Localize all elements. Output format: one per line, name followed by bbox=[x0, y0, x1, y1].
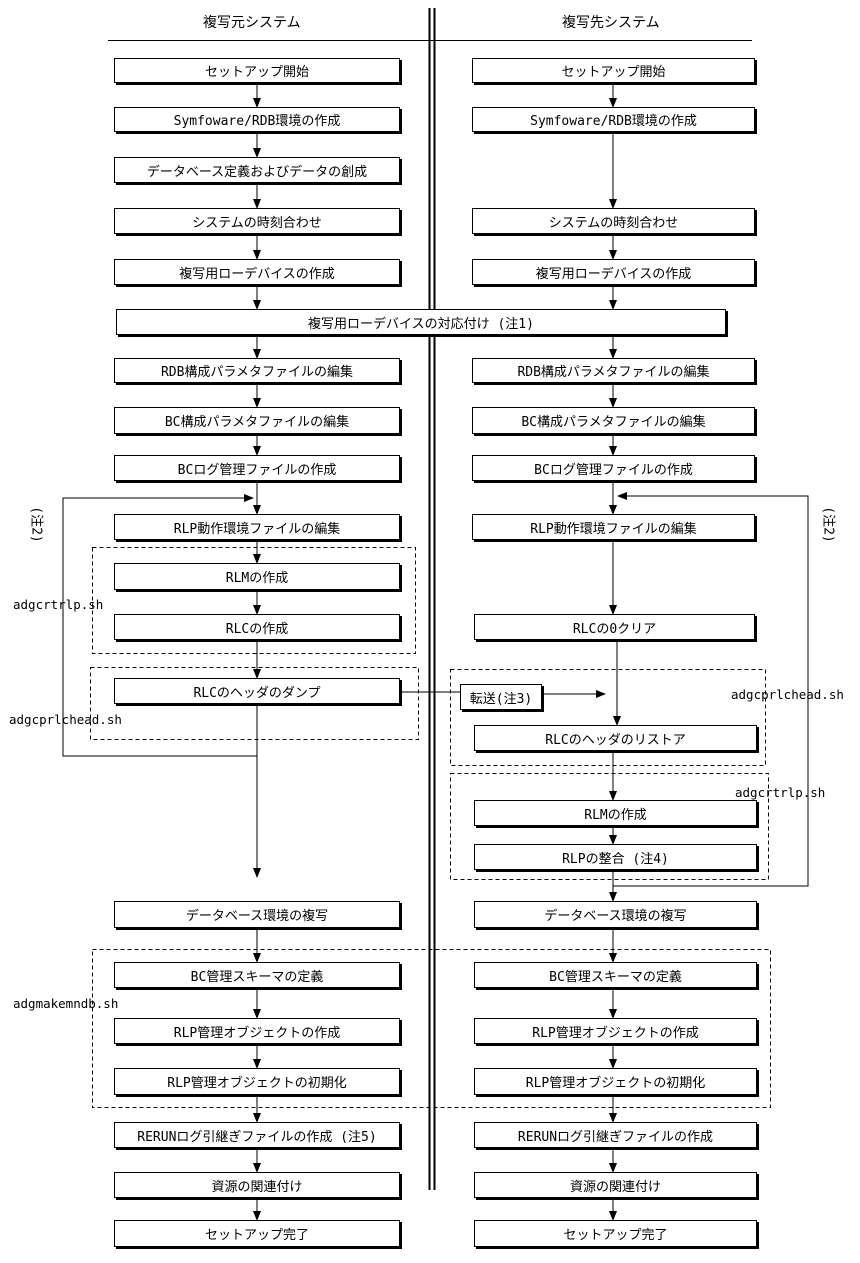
dst-rlp-match-step: RLPの整合 (注4) bbox=[474, 844, 757, 870]
group-adgcprlchead-left bbox=[90, 667, 419, 740]
src-rerun-log-step: RERUNログ引継ぎファイルの作成 (注5) bbox=[114, 1122, 400, 1148]
src-setup-start-step: セットアップ開始 bbox=[114, 58, 400, 83]
source-system-header: 複写元システム bbox=[203, 15, 301, 31]
src-rlp-obj-create-step: RLP管理オブジェクトの作成 bbox=[114, 1018, 400, 1044]
src-bc-log-step: BCログ管理ファイルの作成 bbox=[114, 455, 400, 481]
dst-bc-schema-step: BC管理スキーマの定義 bbox=[474, 962, 757, 988]
dst-bc-log-step: BCログ管理ファイルの作成 bbox=[472, 455, 755, 481]
raw-device-map-step: 複写用ローデバイスの対応付け (注1) bbox=[116, 309, 726, 335]
dst-resource-link-step: 資源の関連付け bbox=[474, 1172, 757, 1198]
adgmakemndb-label: adgmakemndb.sh bbox=[13, 996, 119, 1011]
src-rlp-obj-init-step: RLP管理オブジェクトの初期化 bbox=[114, 1068, 400, 1095]
note2-right-label: (注2) bbox=[820, 506, 836, 543]
dst-rlp-obj-create-step: RLP管理オブジェクトの作成 bbox=[474, 1018, 757, 1044]
dst-symfoware-env-step: Symfoware/RDB環境の作成 bbox=[472, 107, 755, 132]
src-db-define-step: データベース定義およびデータの創成 bbox=[114, 157, 400, 183]
adgcprlchead-right-label: adgcprlchead.sh bbox=[731, 687, 844, 702]
dst-rlc-clear-step: RLCの0クリア bbox=[474, 614, 755, 640]
adgcrtrlp-right-label: adgcrtrlp.sh bbox=[735, 785, 826, 800]
dest-system-header: 複写先システム bbox=[562, 15, 660, 31]
dst-rdb-param-step: RDB構成パラメタファイルの編集 bbox=[472, 358, 755, 383]
src-rlp-env-step: RLP動作環境ファイルの編集 bbox=[114, 514, 400, 540]
src-db-copy-step: データベース環境の複写 bbox=[114, 901, 400, 928]
src-time-sync-step: システムの時刻合わせ bbox=[114, 208, 400, 234]
src-rdb-param-step: RDB構成パラメタファイルの編集 bbox=[114, 358, 400, 383]
dst-db-copy-step: データベース環境の複写 bbox=[474, 901, 757, 928]
dst-setup-done-step: セットアップ完了 bbox=[474, 1220, 757, 1247]
note2-left-label: (注2) bbox=[28, 506, 44, 543]
group-adgcrtrlp-right bbox=[450, 773, 769, 880]
src-setup-done-step: セットアップ完了 bbox=[114, 1220, 400, 1247]
group-adgcrtrlp-left bbox=[92, 547, 416, 654]
src-rlc-create-step: RLCの作成 bbox=[114, 614, 400, 640]
transfer-box: 転送(注3) bbox=[460, 684, 542, 710]
dst-rlp-env-step: RLP動作環境ファイルの編集 bbox=[472, 514, 755, 540]
src-symfoware-env-step: Symfoware/RDB環境の作成 bbox=[114, 107, 400, 132]
group-adgmakemndb bbox=[92, 949, 771, 1108]
src-bc-schema-step: BC管理スキーマの定義 bbox=[114, 962, 400, 988]
src-bc-param-step: BC構成パラメタファイルの編集 bbox=[114, 407, 400, 434]
dst-time-sync-step: システムの時刻合わせ bbox=[472, 208, 755, 234]
dst-rerun-log-step: RERUNログ引継ぎファイルの作成 bbox=[474, 1122, 757, 1148]
adgcprlchead-left-label: adgcprlchead.sh bbox=[9, 712, 122, 727]
dst-raw-device-step: 複写用ローデバイスの作成 bbox=[472, 259, 755, 285]
group-adgcprlchead-right bbox=[450, 669, 766, 766]
src-rlm-create-step: RLMの作成 bbox=[114, 563, 400, 590]
dst-setup-start-step: セットアップ開始 bbox=[472, 58, 755, 83]
src-raw-device-step: 複写用ローデバイスの作成 bbox=[114, 259, 400, 285]
dst-rlp-obj-init-step: RLP管理オブジェクトの初期化 bbox=[474, 1068, 757, 1095]
src-resource-link-step: 資源の関連付け bbox=[114, 1172, 400, 1198]
dst-rlm-create-step: RLMの作成 bbox=[474, 800, 757, 826]
dst-rlc-restore-step: RLCのヘッダのリストア bbox=[474, 725, 757, 751]
dst-bc-param-step: BC構成パラメタファイルの編集 bbox=[472, 407, 755, 434]
adgcrtrlp-left-label: adgcrtrlp.sh bbox=[13, 597, 104, 612]
src-rlc-dump-step: RLCのヘッダのダンプ bbox=[114, 678, 400, 704]
